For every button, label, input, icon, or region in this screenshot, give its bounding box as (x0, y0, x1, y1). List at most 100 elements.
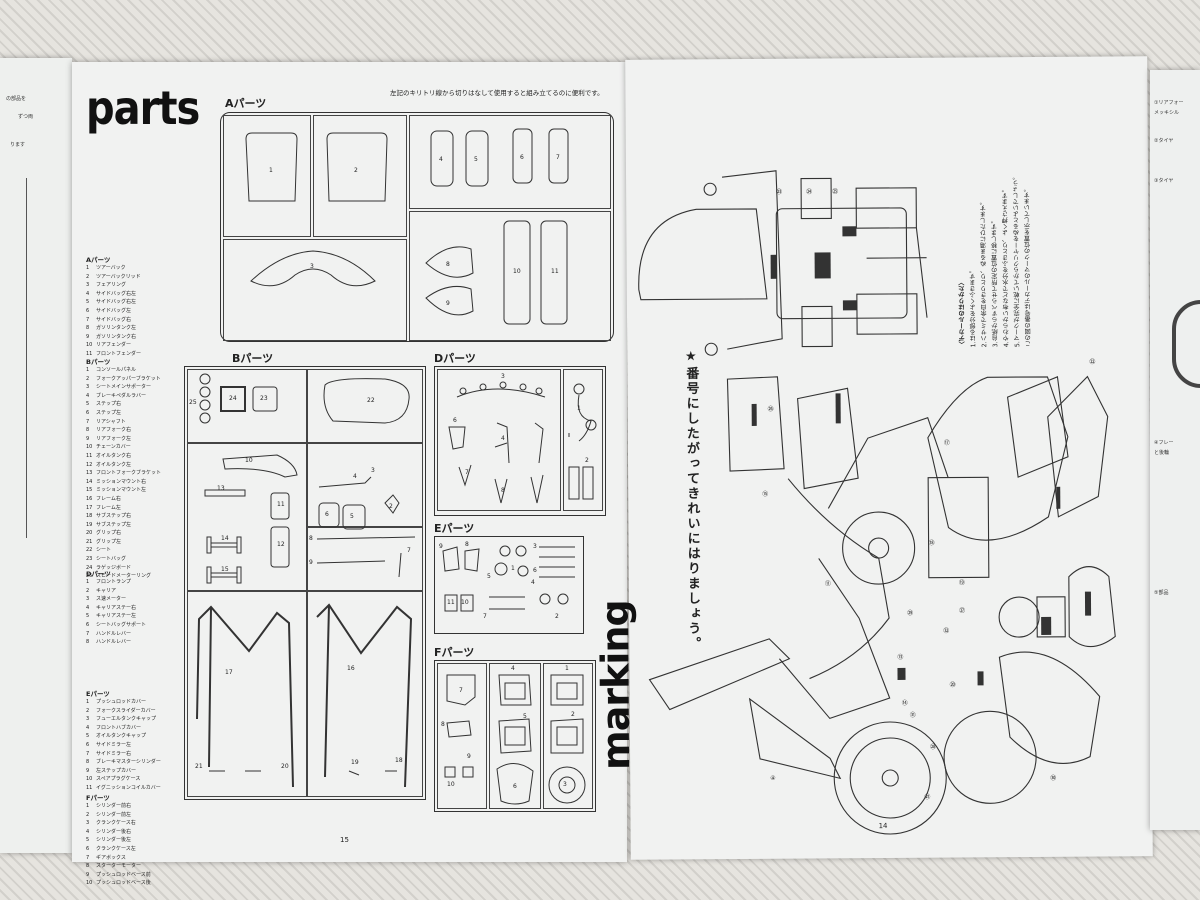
decal-marker: ㉖ (767, 405, 774, 413)
legend-item-label: ブレーキペダルラバー (96, 392, 146, 399)
legend-item-number: 9 (86, 435, 90, 442)
part-number: 8 (465, 541, 469, 548)
legend-item-label: プッシュロッドカバー (96, 699, 147, 705)
sprue-b-title: Bパーツ (232, 352, 274, 365)
legend-item-label: フロントフェンダー (96, 350, 142, 357)
legend-item-number: 17 (86, 504, 93, 511)
legend-item-number: 1 (86, 803, 90, 809)
legend-item-number: 10 (86, 776, 93, 783)
motorcycle-decal-drawing (638, 170, 1116, 835)
legend-item-label: クランクケース右 (96, 820, 136, 827)
legend-item-number: 10 (86, 342, 93, 349)
legend-item-label: シリンダー後左 (96, 837, 132, 844)
part-number: 5 (350, 513, 354, 520)
sprue-e-frame: 9 8 5 1 4 6 3 11 10 7 2 (434, 536, 584, 634)
legend-item-number: 1 (86, 579, 90, 585)
left-edge-line: ずつ両 (18, 114, 34, 120)
legend-item-label: シリンダー前左 (96, 811, 132, 818)
decal-marker: ⑰ (943, 439, 950, 447)
sprue-f-frame: 7 4 1 8 5 2 9 10 6 3 (434, 660, 596, 812)
decal-marker: ㉓ (776, 188, 783, 196)
legend-item-number: 9 (86, 871, 90, 878)
part-number: 24 (229, 395, 237, 402)
legend-item-number: 1 (86, 265, 90, 271)
sprue-b-cell (187, 591, 307, 797)
legend-item-number: 24 (86, 564, 93, 571)
legend-item-label: ミッションマウント右 (96, 478, 147, 485)
legend-item-number: 3 (86, 384, 90, 391)
legend-item-number: 10 (86, 880, 93, 887)
sprue-a-cell (409, 115, 611, 209)
sprue-f-cell (437, 663, 487, 809)
page-number: 14 (878, 822, 888, 831)
legend-item-number: 11 (86, 784, 93, 791)
legend-item-label: サイドバッグ右左 (96, 290, 137, 297)
legend-item-label: ス速メーター (96, 596, 127, 603)
legend-item-label: ハンドルレバー (96, 630, 132, 637)
legend-item: 3 ス速メーター (86, 595, 206, 604)
legend-item-number: 3 (86, 716, 90, 723)
part-number: 11 (447, 599, 455, 606)
sprue-e-title: Eパーツ (434, 522, 475, 535)
legend-item-label: フロントランプ (96, 579, 131, 585)
legend-item: 4 サイドバッグ右左 (86, 290, 206, 299)
legend-item-number: 9 (86, 333, 90, 340)
left-edge-panel (0, 178, 27, 538)
part-number: 2 (555, 613, 559, 620)
sprue-d-title: Dパーツ (434, 352, 476, 365)
legend-item-number: 7 (86, 316, 90, 323)
legend-item-number: 2 (86, 587, 90, 594)
decal-marker: ㉗ (959, 607, 966, 615)
part-number: 1 (565, 665, 569, 672)
legend-item-label: イグニッションコイルカバー (96, 784, 161, 791)
legend-item: 1 フロントランプ (86, 578, 206, 587)
legend-group-title: Bパーツ (86, 358, 111, 366)
decal-marker: ⑮ (762, 490, 769, 498)
part-number: 4 (501, 435, 505, 442)
legend-item-number: 5 (86, 401, 90, 408)
part-number: 17 (225, 669, 233, 676)
part-number: 6 (533, 567, 537, 574)
legend-item-number: 3 (86, 596, 90, 603)
part-number: 6 (453, 417, 457, 424)
part-number: 21 (195, 763, 203, 770)
legend-item-number: 5 (86, 299, 90, 306)
part-number: 4 (439, 156, 443, 163)
decal-marker: ㉔ (806, 188, 813, 196)
legend-item-number: 2 (86, 707, 90, 714)
sprue-b-cell (307, 527, 423, 591)
legend-item-number: 4 (86, 290, 90, 297)
part-number: 5 (523, 713, 527, 720)
sprue-b-cell (307, 591, 423, 797)
legend-item-number: 8 (86, 639, 90, 646)
legend-item-number: 7 (86, 854, 90, 861)
legend-item-number: 7 (86, 630, 90, 637)
tire-drawing (1172, 300, 1200, 388)
part-number: 9 (309, 559, 313, 566)
legend-item-label: ツアーバックリッド (96, 273, 141, 280)
part-number: 3 (371, 467, 375, 474)
legend-item-label: リアフォーク右 (96, 427, 132, 434)
sprue-f-parts-drawing (444, 674, 586, 805)
legend-item-label: ミッションマウント左 (96, 487, 147, 494)
part-number: 3 (563, 781, 567, 788)
part-number: 25 (189, 399, 197, 406)
